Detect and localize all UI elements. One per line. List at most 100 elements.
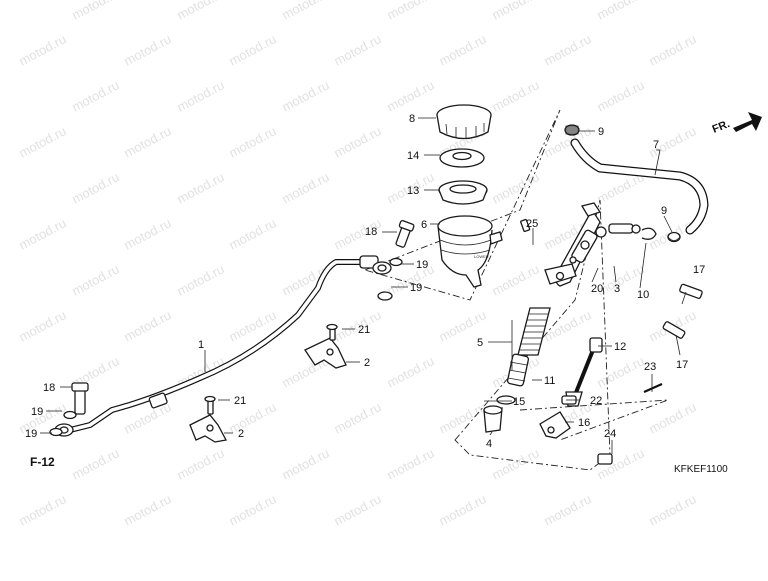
- callout-18-upper: 18: [365, 226, 377, 238]
- callout-25: 25: [526, 218, 538, 230]
- watermark-text: motod.ru: [174, 169, 226, 206]
- callout-17-upper: 17: [693, 264, 705, 276]
- watermark-text: motod.ru: [489, 169, 541, 206]
- watermark-text: motod.ru: [279, 77, 331, 114]
- callout-6: 6: [421, 219, 427, 231]
- banjo-bolt-upper: [395, 220, 415, 248]
- reservoir-cap: [436, 104, 492, 140]
- mount-bolt-lower: [662, 321, 686, 339]
- callout-4: 4: [486, 438, 492, 450]
- watermark-text: motod.ru: [279, 445, 331, 482]
- watermark-text: motod.ru: [121, 31, 173, 68]
- watermark-text: motod.ru: [16, 307, 68, 344]
- reservoir-tank: LOWER: [437, 215, 503, 288]
- watermark-text: motod.ru: [174, 261, 226, 298]
- watermark-text: motod.ru: [594, 77, 646, 114]
- leader-lines: [40, 117, 687, 454]
- callout-19-lower: 19: [410, 282, 422, 294]
- callout-12: 12: [614, 341, 626, 353]
- watermark-text: motod.ru: [226, 215, 278, 252]
- watermark-text: motod.ru: [489, 77, 541, 114]
- watermark-text: motod.ru: [489, 261, 541, 298]
- watermark-text: motod.ru: [489, 0, 541, 23]
- rod-frame: [519, 399, 669, 441]
- watermark-text: motod.ru: [174, 77, 226, 114]
- watermark-text: motod.ru: [226, 31, 278, 68]
- piston-assembly: [506, 353, 530, 387]
- callout-1: 1: [198, 339, 204, 351]
- callout-2-upper: 2: [364, 357, 370, 369]
- watermark-text: motod.ru: [331, 399, 383, 436]
- watermark-text: motod.ru: [121, 123, 173, 160]
- watermark-text: motod.ru: [69, 0, 121, 23]
- callout-13: 13: [407, 185, 419, 197]
- watermark-text: motod.ru: [121, 215, 173, 252]
- watermark-text: motod.ru: [384, 77, 436, 114]
- hose-clip-lower: [667, 231, 681, 243]
- watermark-text: motod.ru: [646, 399, 698, 436]
- watermark-text: motod.ru: [174, 445, 226, 482]
- push-rod: [565, 337, 603, 407]
- sealing-washer-3: [63, 410, 77, 420]
- callout-8: 8: [409, 113, 415, 125]
- callout-24: 24: [604, 428, 616, 440]
- watermark-text: motod.ru: [331, 123, 383, 160]
- snap-ring: [496, 395, 516, 405]
- callout-numbers: 8 14 13 6 18 19 19 9 7 9 25 20 3 10 17 1…: [25, 113, 705, 450]
- watermark-text: motod.ru: [279, 169, 331, 206]
- cross-reference-label: F-12: [30, 455, 55, 469]
- callout-17-lower: 17: [676, 359, 688, 371]
- watermark-text: motod.ru: [541, 31, 593, 68]
- watermark-text: motod.ru: [279, 0, 331, 23]
- callout-7: 7: [653, 139, 659, 151]
- mc-inlet-joint: [595, 223, 641, 238]
- callout-19-pipe-upper: 19: [31, 406, 43, 418]
- watermark-text: motod.ru: [69, 77, 121, 114]
- callout-20: 20: [591, 283, 603, 295]
- watermark-text: motod.ru: [436, 491, 488, 528]
- front-direction-indicator: FR.: [711, 112, 762, 136]
- mc-circlip: [641, 227, 657, 240]
- pipe-sleeve: [148, 392, 168, 409]
- watermark-text: motod.ru: [16, 215, 68, 252]
- hose-clip-upper: [564, 124, 580, 136]
- callout-2-lower: 2: [238, 428, 244, 440]
- callout-22: 22: [590, 395, 602, 407]
- clamp-screw-upper: [326, 323, 338, 341]
- callout-5: 5: [477, 337, 483, 349]
- master-cylinder-body: [544, 202, 602, 287]
- watermark-text: motod.ru: [16, 123, 68, 160]
- svg-text:LOWER: LOWER: [474, 254, 489, 259]
- callout-21-lower: 21: [234, 395, 246, 407]
- watermark-text: motod.ru: [69, 169, 121, 206]
- watermark-text: motod.ru: [16, 31, 68, 68]
- watermark-text: motod.ru: [121, 491, 173, 528]
- watermark-text: motod.ru: [541, 491, 593, 528]
- clamp-screw-lower: [204, 395, 216, 415]
- callout-19-pipe-lower: 19: [25, 428, 37, 440]
- watermark-text: motod.ru: [646, 491, 698, 528]
- watermark-text: motod.ru: [174, 0, 226, 23]
- callout-16: 16: [578, 417, 590, 429]
- watermark-text: motod.ru: [69, 445, 121, 482]
- watermark-text: motod.ru: [331, 31, 383, 68]
- sealing-washer-4: [49, 427, 63, 437]
- piston-spring: [517, 307, 551, 356]
- front-arrow-icon: [733, 112, 762, 132]
- pipe-clamp-lower: [189, 414, 227, 443]
- callout-10: 10: [637, 289, 649, 301]
- sealing-washer-1: [389, 257, 403, 267]
- watermark-text: motod.ru: [331, 491, 383, 528]
- banjo-bolt-lower: [71, 382, 89, 415]
- watermark-text: motod.ru: [489, 445, 541, 482]
- callout-21-upper: 21: [358, 324, 370, 336]
- reservoir-diaphragm: [438, 180, 488, 205]
- callout-18-lower: 18: [43, 382, 55, 394]
- mount-bolt-upper: [679, 283, 703, 299]
- figure-code: KFKEF1100: [674, 464, 728, 475]
- watermark-text: motod.ru: [69, 261, 121, 298]
- watermark-text: motod.ru: [226, 491, 278, 528]
- clevis: [539, 411, 571, 439]
